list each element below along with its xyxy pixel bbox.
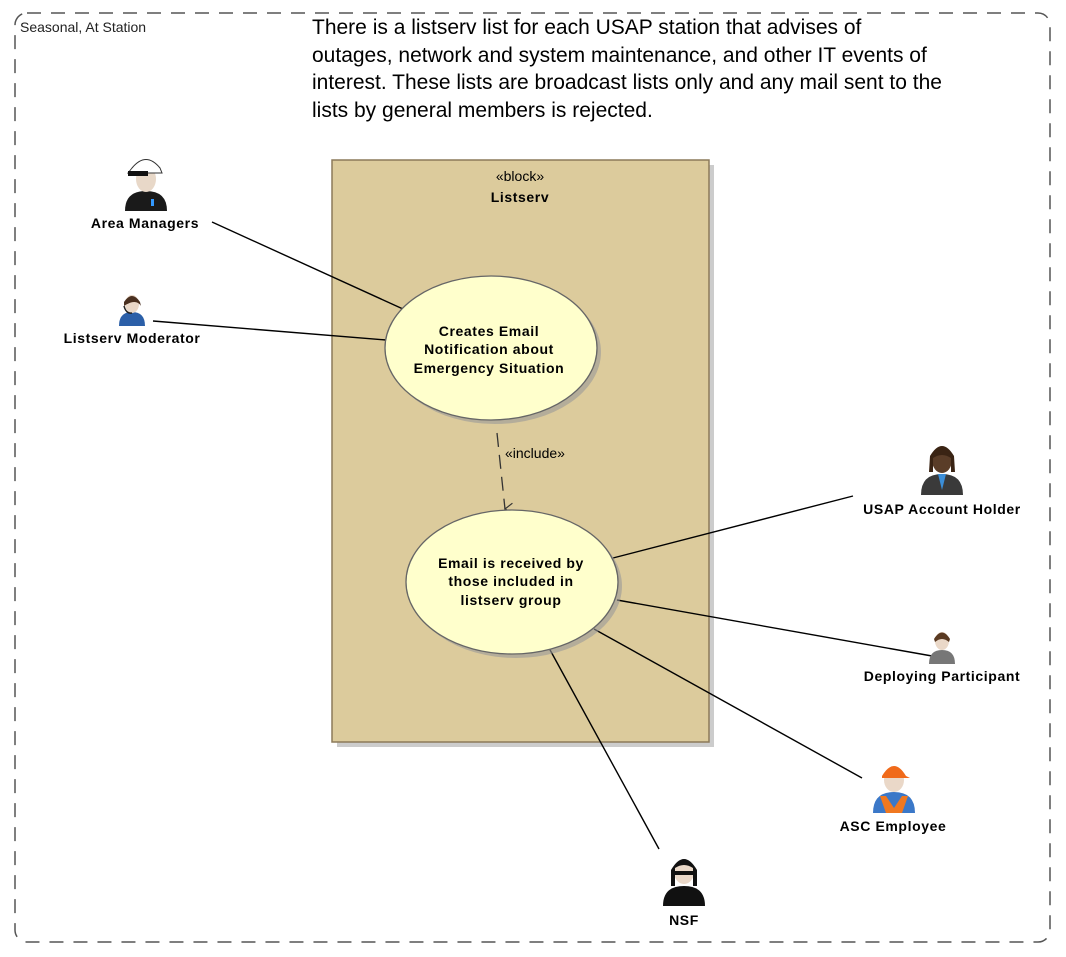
actor-deploying-participant[interactable]: Deploying Participant: [864, 632, 1021, 684]
include-label: «include»: [505, 445, 565, 461]
actor-label: Area Managers: [91, 215, 199, 231]
association-line: [612, 495, 854, 559]
actor-area-managers[interactable]: Area Managers: [91, 159, 199, 232]
usecase-create-email[interactable]: [384, 275, 598, 421]
note-line: There is a listserv list for each USAP s…: [312, 16, 862, 39]
actor-asc-employee[interactable]: ASC Employee: [840, 766, 947, 834]
note-line: lists by general members is rejected.: [312, 99, 653, 122]
note: There is a listserv list for each USAP s…: [312, 16, 942, 122]
association-line: [548, 647, 660, 850]
frame-border: [14, 12, 1051, 943]
association-line: [211, 221, 404, 310]
block-name: Listserv: [491, 189, 550, 205]
svg-text:Creates Email: Creates Email: [439, 323, 539, 339]
usecase-create-email-label: Creates Email Notification about Emergen…: [414, 323, 565, 376]
actor-usap-account-holder[interactable]: USAP Account Holder: [863, 446, 1021, 517]
note-line: interest. These lists are broadcast list…: [312, 71, 942, 94]
include-dependency: [496, 432, 514, 514]
svg-text:listserv group: listserv group: [461, 592, 562, 608]
actor-label: NSF: [669, 912, 699, 928]
usecase-email-received-label: Email is received by those included in l…: [438, 555, 584, 608]
business-user-icon: [921, 446, 963, 495]
svg-text:those included in: those included in: [448, 573, 573, 589]
svg-text:Email is received by: Email is received by: [438, 555, 584, 571]
associations: [152, 221, 933, 850]
actor-nsf[interactable]: NSF: [663, 859, 705, 928]
agent-icon: [663, 859, 705, 906]
svg-text:Notification about: Notification about: [424, 341, 554, 357]
headset-user-icon: [119, 295, 145, 326]
association-line: [616, 599, 933, 657]
association-line: [152, 320, 387, 341]
user-icon: [929, 632, 955, 664]
worker-icon: [873, 766, 915, 813]
frame-label: Seasonal, At Station: [20, 19, 146, 35]
actor-label: Deploying Participant: [864, 668, 1021, 684]
actor-listserv-moderator[interactable]: Listserv Moderator: [64, 295, 201, 346]
association-line: [593, 628, 863, 779]
svg-text:Emergency Situation: Emergency Situation: [414, 360, 565, 376]
actor-label: ASC Employee: [840, 818, 947, 834]
block-stereotype: «block»: [496, 168, 544, 184]
officer-icon: [125, 159, 167, 211]
actor-label: USAP Account Holder: [863, 501, 1021, 517]
note-line: outages, network and system maintenance,…: [312, 44, 927, 67]
usecase-email-received[interactable]: [405, 509, 619, 655]
actor-label: Listserv Moderator: [64, 330, 201, 346]
